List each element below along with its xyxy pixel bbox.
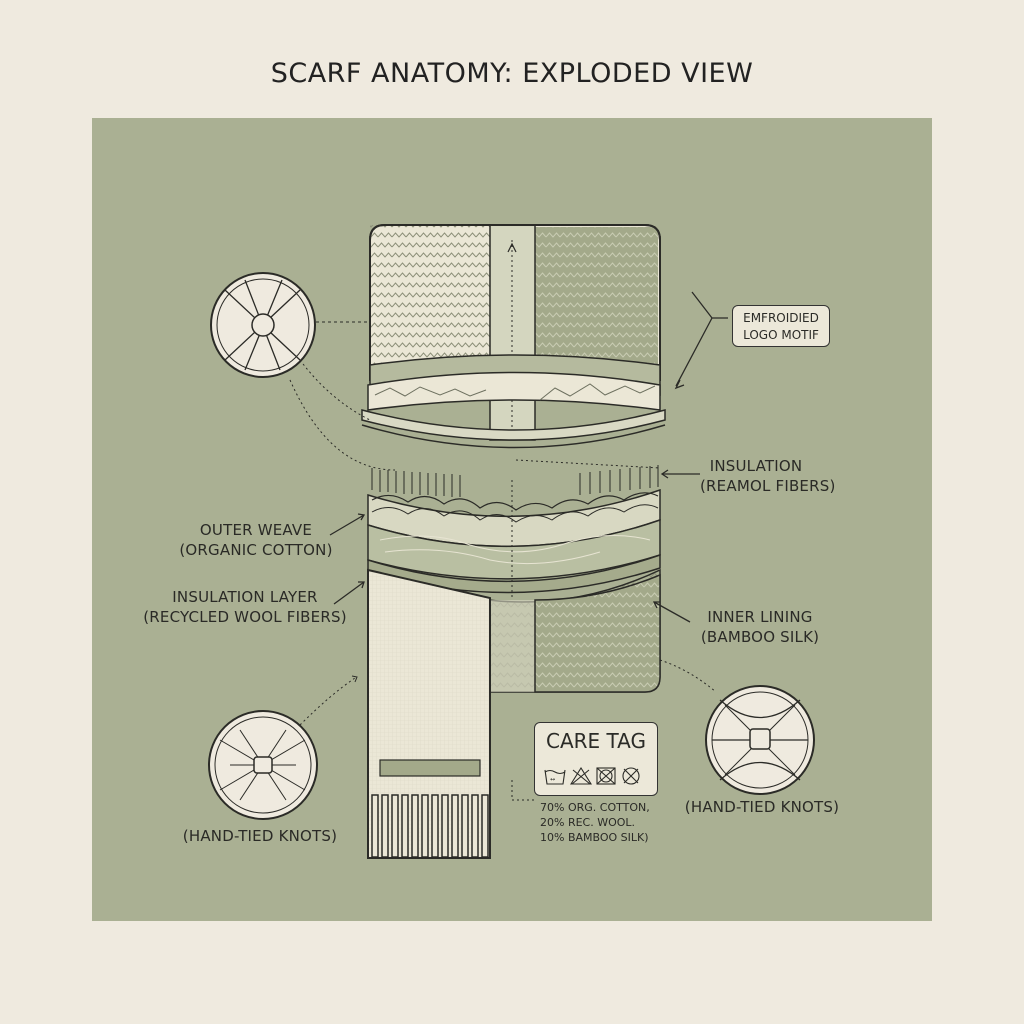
outer-weave-label: OUTER WEAVE (ORGANIC COTTON) — [179, 521, 333, 559]
middle-weave-section — [367, 465, 661, 594]
care-tag-title: CARE TAG — [545, 729, 647, 753]
page-title: SCARF ANATOMY: EXPLODED VIEW — [270, 58, 754, 89]
detail-circle-bottom-right — [705, 685, 815, 795]
no-bleach-icon — [570, 766, 592, 785]
detail-circle-top-left — [210, 272, 316, 378]
inner-lining-label: INNER LINING (BAMBOO SILK) — [700, 608, 820, 646]
care-tag: CARE TAG ↔ — [534, 722, 658, 796]
care-icons: ↔ — [544, 766, 640, 785]
bottom-scarf-section — [367, 568, 661, 859]
top-scarf-section — [361, 224, 666, 449]
no-dry-clean-icon — [622, 767, 640, 785]
wash-30-icon: ↔ — [544, 769, 566, 785]
detail-circle-bottom-left — [208, 710, 318, 820]
svg-text:↔: ↔ — [550, 776, 555, 783]
hand-tied-knots-left-label: (HAND-TIED KNOTS) — [182, 827, 338, 845]
composition-text: 70% ORG. COTTON, 20% REC. WOOL. 10% BAMB… — [540, 801, 650, 844]
no-tumble-dry-icon — [596, 767, 616, 785]
leader-lines — [289, 291, 728, 801]
insulation-right-label: INSULATION (REAMOL FIBERS) — [700, 457, 836, 495]
insulation-layer-label: INSULATION LAYER (RECYCLED WOOL FIBERS) — [143, 588, 347, 626]
embroidered-logo-callout: EMFROIDIED LOGO MOTIF — [732, 305, 830, 347]
hand-tied-knots-right-label: (HAND-TIED KNOTS) — [684, 798, 840, 816]
